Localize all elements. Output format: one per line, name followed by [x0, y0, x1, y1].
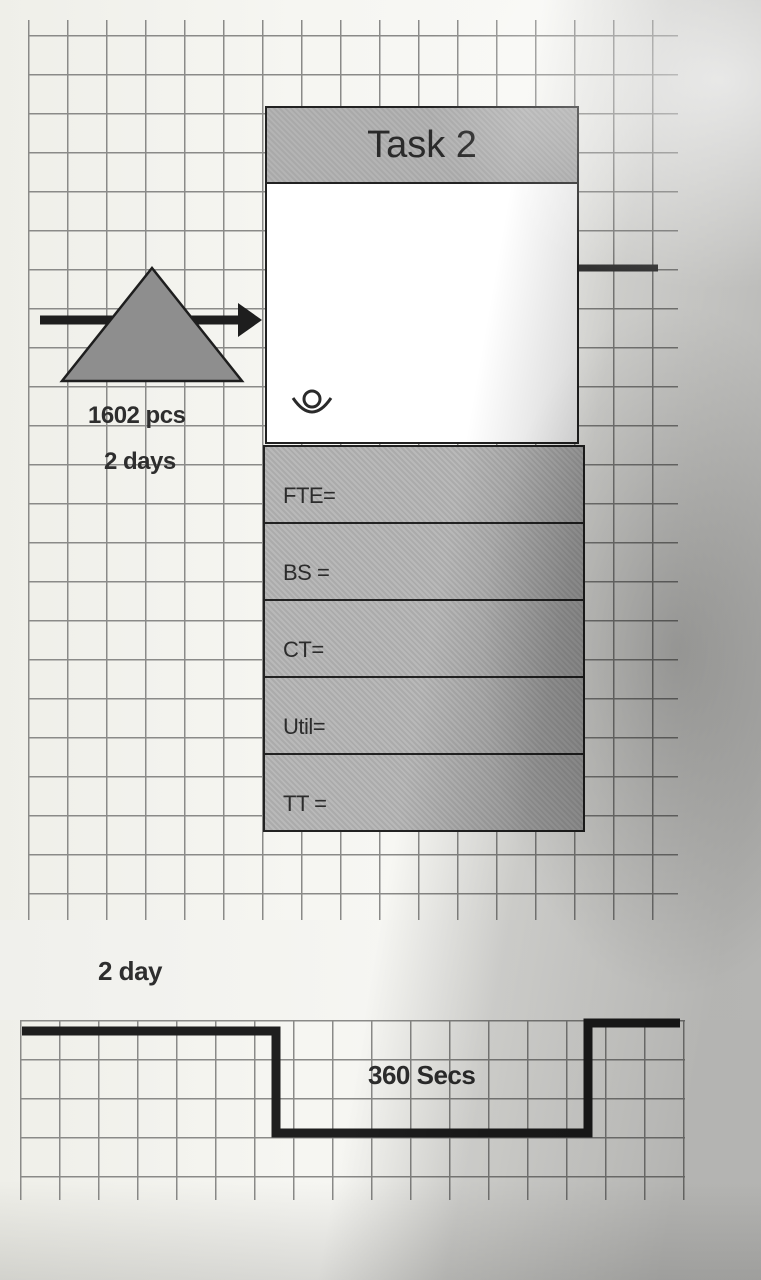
metric-label: CT=: [283, 637, 324, 662]
process-body: [267, 184, 577, 442]
operator-icon: [291, 389, 333, 414]
metric-row-bs: BS =: [263, 522, 585, 601]
inventory-quantity: 1602 pcs: [88, 402, 186, 429]
timeline-ladder: [22, 1018, 680, 1138]
processing-time-label: 360 Secs: [368, 1060, 476, 1090]
metric-label: BS =: [283, 560, 330, 585]
metric-row-ct: CT=: [263, 599, 585, 678]
metric-label: Util=: [283, 714, 326, 739]
metric-row-util: Util=: [263, 676, 585, 755]
process-title: Task 2: [267, 108, 577, 184]
process-box: Task 2: [265, 106, 579, 444]
process-data-box: FTE= BS = CT= Util= TT =: [263, 445, 585, 832]
metric-row-tt: TT =: [263, 753, 585, 832]
metric-row-fte: FTE=: [263, 445, 585, 524]
metric-label: TT =: [283, 791, 327, 816]
inventory-time: 2 days: [104, 448, 176, 475]
waiting-time-label: 2 day: [98, 956, 163, 986]
arrow-head-icon: [238, 303, 262, 337]
metric-label: FTE=: [283, 483, 336, 508]
photo-shadow-bottom: [0, 1180, 761, 1280]
